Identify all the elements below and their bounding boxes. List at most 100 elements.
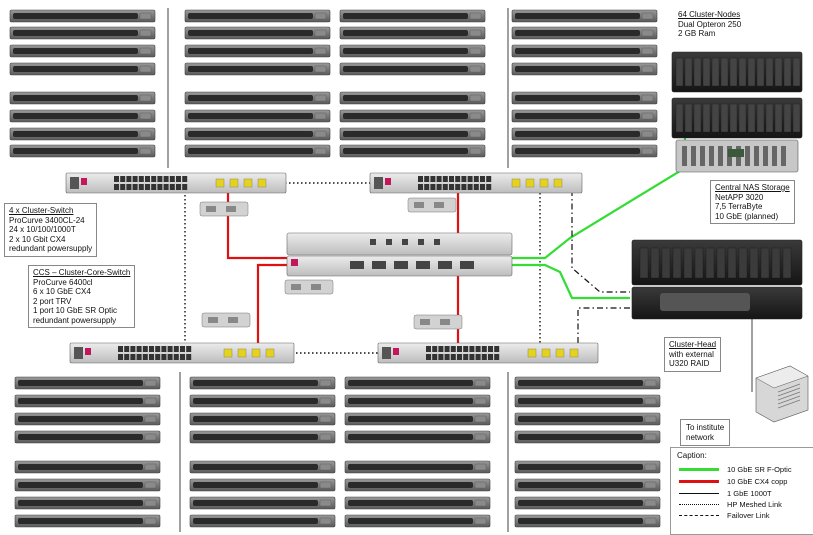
port-icon — [370, 239, 376, 245]
server-node — [14, 478, 161, 492]
disk-slot — [747, 103, 756, 133]
server-node — [184, 109, 331, 123]
port-icon — [480, 184, 485, 190]
server-drive — [139, 65, 152, 73]
port-icon — [481, 354, 487, 360]
server-bezel — [188, 131, 313, 137]
server-node — [511, 26, 658, 40]
core-switch-line-2: 6 x 10 GbE CX4 — [33, 287, 91, 296]
server-node — [511, 144, 658, 158]
cx4-port-icon — [350, 261, 364, 269]
server-drive — [314, 29, 327, 37]
legend-item: Failover Link — [677, 511, 801, 521]
port-icon — [442, 176, 448, 182]
server-node — [344, 394, 491, 408]
server-drive — [641, 12, 654, 20]
disk-slot — [729, 57, 738, 87]
port-icon — [457, 346, 462, 352]
server-node — [344, 430, 491, 444]
port-icon — [488, 354, 493, 360]
cx4-copper-link — [226, 190, 290, 260]
server-drive — [314, 12, 327, 20]
module-body — [201, 312, 251, 328]
port-icon — [450, 354, 456, 360]
server-bezel — [348, 518, 473, 524]
module-port — [414, 202, 424, 208]
port-icon — [186, 354, 192, 360]
port-icon — [450, 346, 456, 352]
port-icon — [455, 184, 461, 190]
cluster-switch-line-2: 24 x 10/100/1000T — [9, 225, 76, 234]
port-icon — [430, 184, 436, 190]
server-bezel — [188, 48, 313, 54]
port-icon — [481, 346, 487, 352]
legend-label: Failover Link — [727, 511, 770, 520]
server-drive — [644, 517, 657, 525]
server-bezel — [193, 380, 318, 386]
module-port — [420, 319, 430, 325]
server-drive — [641, 130, 654, 138]
port-icon — [494, 354, 500, 360]
port-icon — [145, 176, 150, 182]
disk-slot — [716, 247, 726, 279]
server-drive — [319, 433, 332, 441]
server-node — [189, 514, 336, 528]
cx4-port-icon — [555, 348, 565, 358]
server-bezel — [343, 131, 468, 137]
disk-slot — [782, 247, 792, 279]
server-bezel — [518, 500, 643, 506]
server-drive — [319, 499, 332, 507]
module-port — [291, 284, 301, 290]
server-bezel — [518, 434, 643, 440]
server-bezel — [348, 434, 473, 440]
cx4-port-icon — [251, 348, 261, 358]
cx4-port-icon — [511, 178, 521, 188]
port-icon — [136, 354, 142, 360]
cluster-switch-device — [65, 172, 287, 194]
port-icon — [386, 239, 392, 245]
port-icon — [114, 176, 119, 182]
core-switch-line-5: redundant powersupply — [33, 315, 117, 325]
disk-slot — [738, 247, 748, 279]
legend-swatch-failover — [679, 515, 719, 516]
disk-slot — [765, 103, 774, 133]
disk-slot — [711, 103, 720, 133]
server-bezel — [343, 13, 468, 19]
transceiver-module — [413, 314, 463, 330]
server-drive — [139, 94, 152, 102]
server-drive — [139, 147, 152, 155]
disk-slot — [792, 103, 801, 133]
server-node — [189, 394, 336, 408]
server-drive — [139, 130, 152, 138]
server-drive — [641, 65, 654, 73]
port-icon — [149, 346, 154, 352]
server-bezel — [193, 482, 318, 488]
server-bezel — [13, 95, 138, 101]
port-icon — [149, 354, 154, 360]
server-bezel — [188, 13, 313, 19]
server-drive — [469, 147, 482, 155]
server-node — [344, 376, 491, 390]
server-drive — [641, 29, 654, 37]
disk-slot — [760, 247, 770, 279]
server-drive — [474, 415, 487, 423]
vent-slot — [772, 146, 777, 166]
vent-slot — [682, 146, 687, 166]
port-icon — [173, 354, 179, 360]
disk-slot — [672, 247, 682, 279]
server-node — [9, 62, 156, 76]
disk-slot — [756, 57, 765, 87]
port-icon — [426, 346, 431, 352]
server-node — [189, 412, 336, 426]
hp-logo-icon — [393, 348, 399, 355]
server-drive — [641, 112, 654, 120]
nas-storage-line-3: 10 GbE (planned) — [715, 211, 779, 221]
core-switch-title: CCS – Cluster-Core-Switch — [33, 268, 131, 277]
server-node — [514, 514, 661, 528]
server-bezel — [193, 416, 318, 422]
disk-slot — [774, 103, 783, 133]
port-icon — [473, 176, 479, 182]
server-bezel — [515, 113, 640, 119]
legend-swatch-ethernet — [679, 493, 719, 494]
server-node — [339, 9, 486, 23]
